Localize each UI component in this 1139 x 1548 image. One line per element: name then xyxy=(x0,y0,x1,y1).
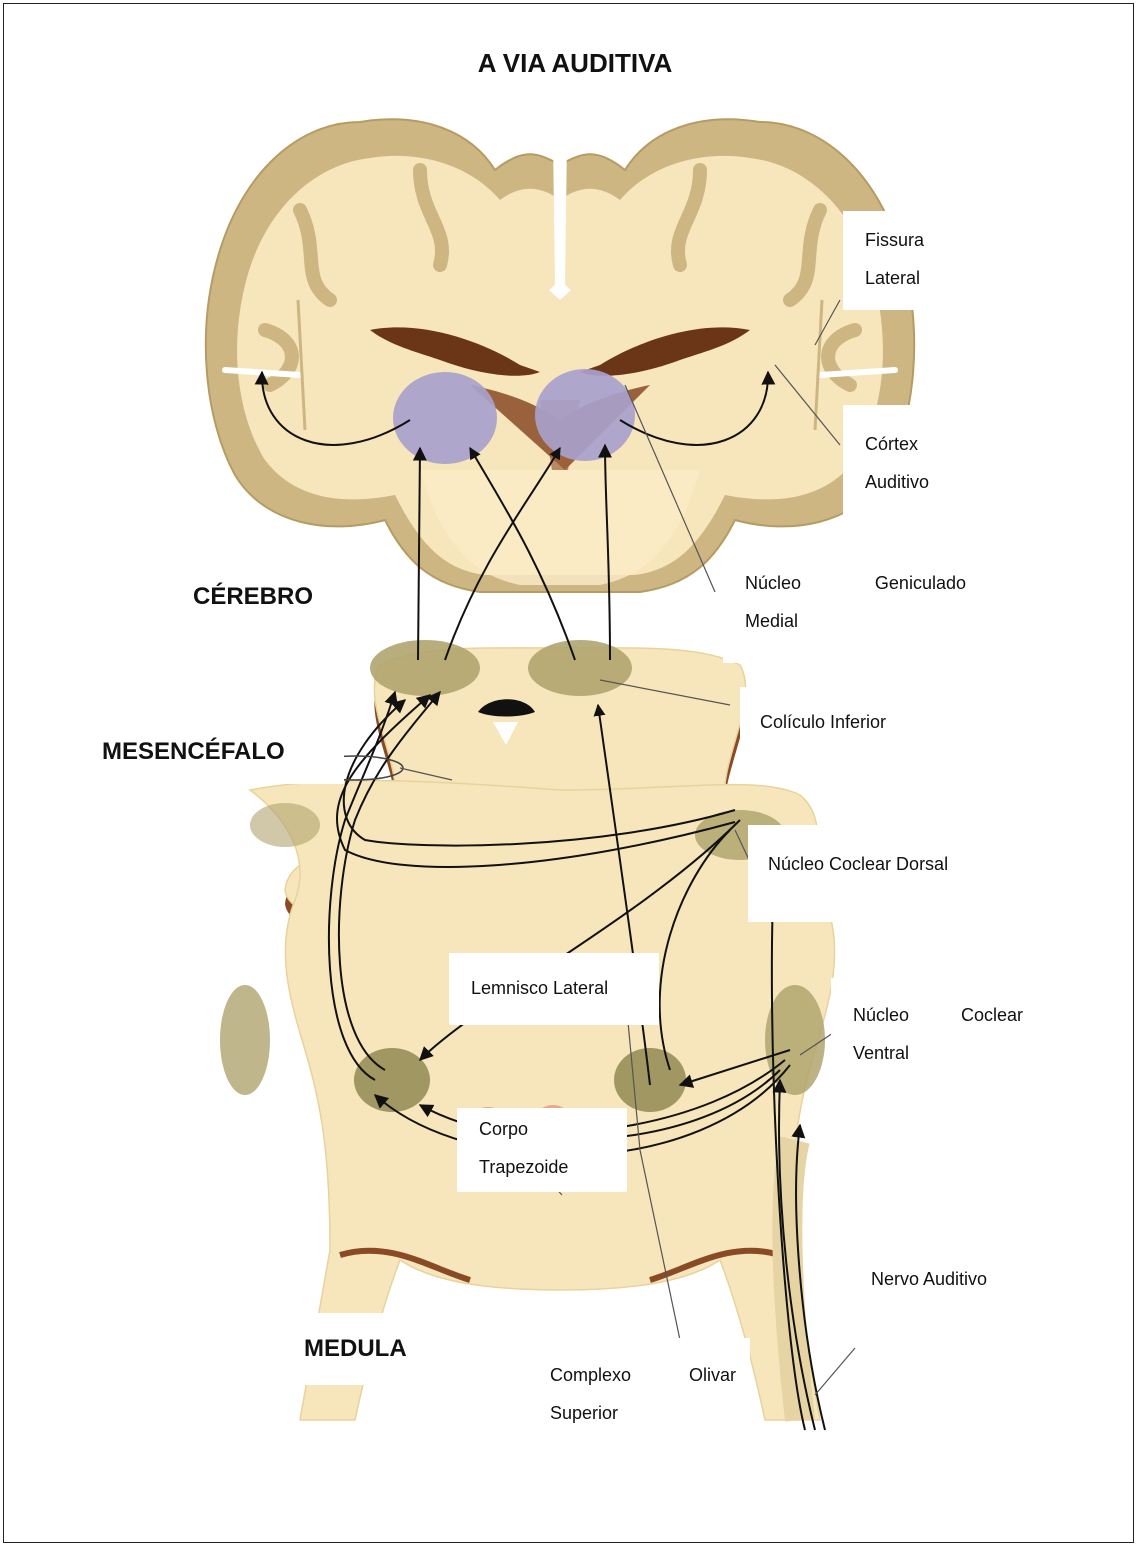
label-nucleo-coclear-ventral: Núcleo Coclear Ventral xyxy=(831,978,1037,1088)
label-nucleo-geniculado-medial: Núcleo Geniculado Medial xyxy=(723,544,980,663)
label-line: Núcleo Geniculado xyxy=(745,564,980,602)
label-word: Coclear xyxy=(961,996,1023,1034)
label-word: Geniculado xyxy=(875,564,966,602)
label-line: Fissura xyxy=(865,221,990,259)
label-line: Córtex xyxy=(865,425,1013,463)
label-fissura-lateral: Fissura Lateral xyxy=(843,211,990,310)
label-corpo-trapezoide: Corpo Trapezoide xyxy=(457,1108,627,1192)
region-label-mesencefalo: MESENCÉFALO xyxy=(80,720,344,784)
label-line: Corpo xyxy=(479,1110,627,1148)
label-word: Complexo xyxy=(550,1356,631,1394)
label-word: Núcleo xyxy=(853,996,909,1034)
label-line: Lateral xyxy=(865,259,990,297)
region-label-cerebro: CÉREBRO xyxy=(171,567,367,627)
label-line: Superior xyxy=(550,1394,750,1432)
superior-olive-left xyxy=(354,1048,430,1112)
label-coliculo-inferior: Colículo Inferior xyxy=(740,687,967,759)
label-line: Auditivo xyxy=(865,463,1013,501)
medial-geniculate-right xyxy=(535,369,635,461)
inferior-colliculus-right xyxy=(528,640,632,696)
label-word: Olivar xyxy=(689,1356,736,1394)
brain-section xyxy=(206,119,914,592)
label-complexo-olivar-superior: Complexo Olivar Superior xyxy=(528,1338,750,1433)
label-line: Medial xyxy=(745,602,980,640)
label-lemnisco-lateral: Lemnisco Lateral xyxy=(449,953,659,1025)
label-line: Trapezoide xyxy=(479,1148,627,1186)
label-line: Ventral xyxy=(853,1034,1037,1072)
label-nervo-auditivo: Nervo Auditivo xyxy=(846,1240,1074,1336)
label-nucleo-coclear-dorsal: Núcleo Coclear Dorsal xyxy=(748,825,1013,922)
label-line: Núcleo Coclear xyxy=(853,996,1037,1034)
medial-geniculate-left xyxy=(393,372,497,464)
inferior-colliculus-left xyxy=(370,640,480,696)
auditory-nerve xyxy=(787,1140,800,1420)
region-label-medula: MEDULA xyxy=(282,1313,462,1385)
label-cortex-auditivo: Córtex Auditivo xyxy=(843,405,1013,526)
page-title: A VIA AUDITIVA xyxy=(358,14,792,112)
label-line: Complexo Olivar xyxy=(550,1356,750,1394)
label-word: Núcleo xyxy=(745,564,801,602)
